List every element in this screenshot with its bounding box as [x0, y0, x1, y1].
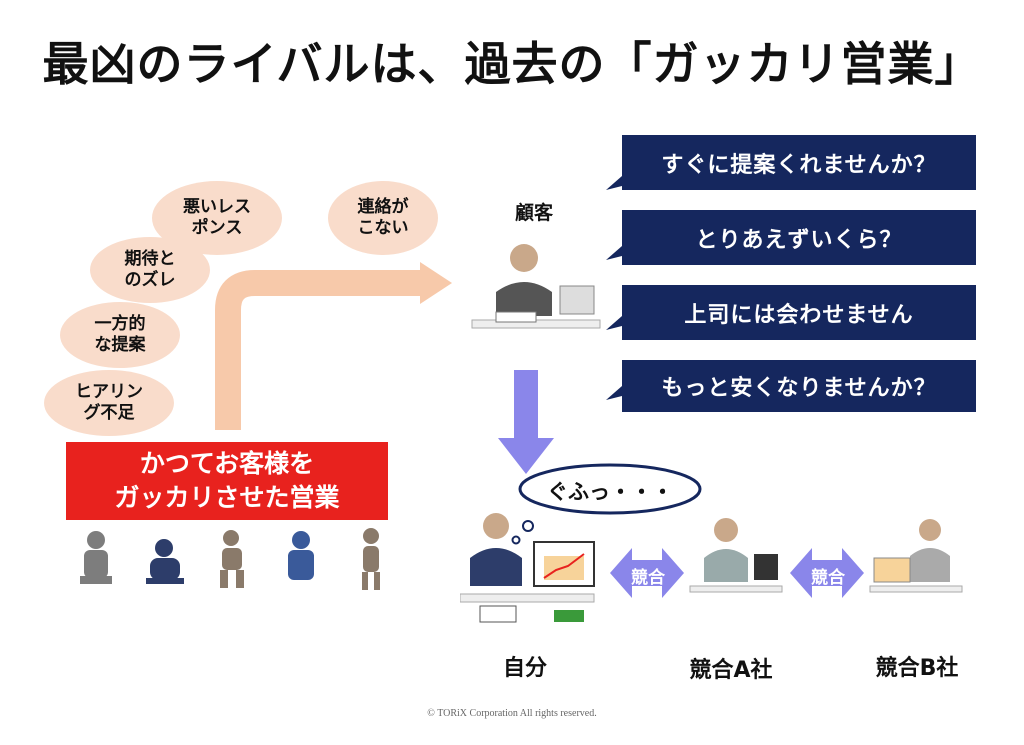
person-icon	[288, 531, 314, 580]
vs-arrow-1	[610, 548, 684, 598]
bubble-one-sided-proposal: 一方的 な提案	[60, 302, 180, 368]
down-arrow-head	[498, 438, 554, 474]
customer-question-3: 上司には会わせません	[622, 285, 976, 340]
bubble-no-contact: 連絡が こない	[328, 181, 438, 255]
competitor-icon	[689, 518, 783, 593]
customer-figure	[471, 244, 601, 329]
salesperson-icon	[460, 513, 595, 623]
down-arrow-shaft	[514, 370, 538, 440]
vs-arrow-2	[790, 548, 864, 598]
bubble-poor-hearing: ヒアリン グ不足	[44, 370, 174, 436]
self-label: 自分	[502, 656, 547, 681]
failed-sales-box: かつてお客様を ガッカリさせた営業	[66, 442, 388, 520]
customer-icon	[471, 244, 601, 329]
failed-sales-line1: かつてお客様を	[139, 449, 315, 479]
competition-label-2: 競合	[811, 568, 845, 588]
person-icon	[220, 530, 244, 588]
competitor-b-figure	[869, 519, 963, 593]
thought-text: ぐふっ・・・	[547, 480, 673, 504]
thought-bubble	[518, 463, 702, 515]
page-title: 最凶のライバルは、過去の「ガッカリ営業」	[42, 37, 982, 91]
competitor-a-label: 競合A社	[689, 658, 773, 683]
discouraged-people	[80, 528, 380, 590]
person-icon	[80, 531, 112, 584]
competition-label-1: 競合	[631, 568, 665, 588]
competitor-b-label: 競合B社	[875, 656, 959, 681]
self-figure	[460, 513, 595, 623]
bubble-expectation-gap: 期待と のズレ	[90, 237, 210, 303]
customer-question-4: もっと安くなりませんか？	[622, 360, 976, 412]
failed-sales-line2: ガッカリさせた営業	[114, 483, 340, 512]
customer-label: 顧客	[514, 202, 553, 224]
customer-question-1: すぐに提案くれませんか？	[622, 135, 976, 190]
competitor-icon	[869, 519, 963, 593]
rise-arrow	[215, 270, 420, 430]
person-icon	[362, 528, 380, 590]
competitor-a-figure	[689, 518, 783, 593]
rise-arrow-head	[420, 262, 452, 304]
customer-question-2: とりあえずいくら？	[622, 210, 976, 265]
person-icon	[146, 539, 184, 584]
copyright: © TORiX Corporation All rights reserved.	[427, 708, 597, 719]
